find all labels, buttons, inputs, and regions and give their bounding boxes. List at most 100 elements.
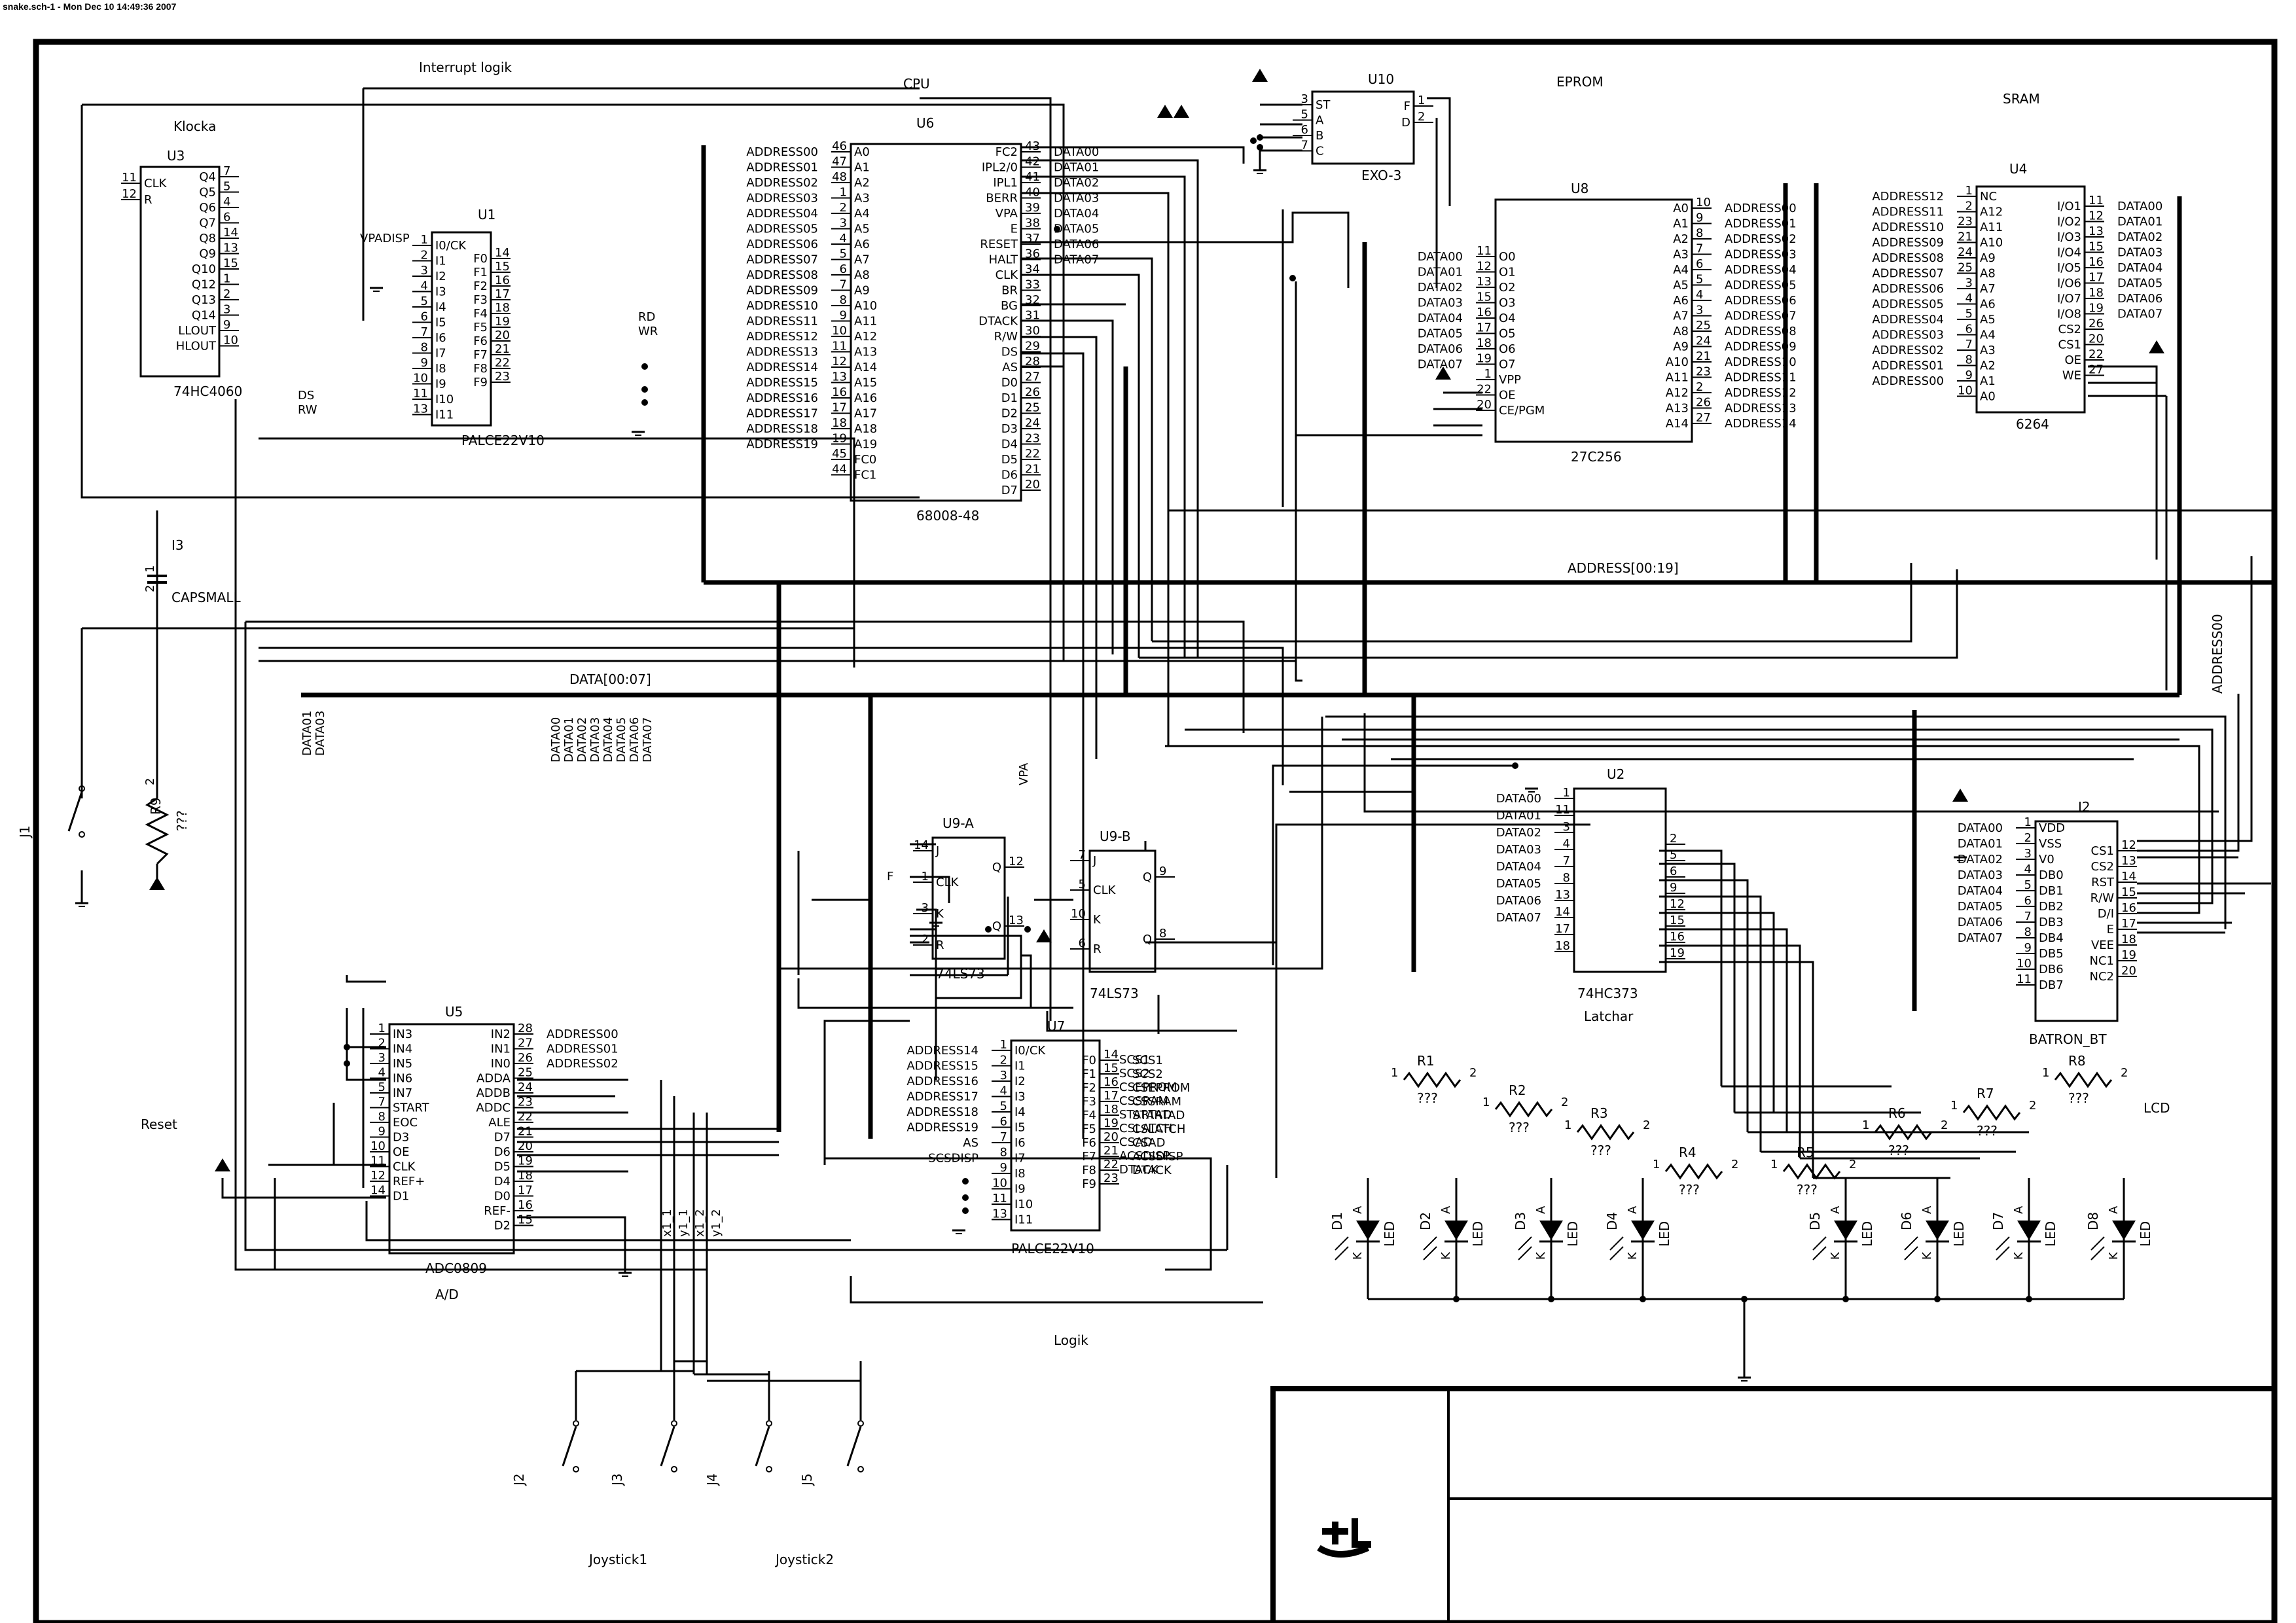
pin-number: 2 [2024,831,2032,845]
pin-name: NC [1980,190,1997,204]
chip-ref: U5 [445,1004,463,1020]
resistor-pin: 2 [1731,1158,1738,1171]
led-cathode: K [1439,1251,1453,1260]
pin-name: I2 [435,270,446,283]
pin-number: 3 [1301,92,1308,106]
pin-name: A10 [1980,236,2003,250]
net-label: ADDRESS04 [1725,263,1797,277]
chip-part: 74LS73 [1090,986,1139,1001]
pin-number: 24 [518,1080,533,1094]
pin-number: 6 [1301,123,1308,137]
pin-name: O6 [1499,342,1516,356]
junction-dot [641,363,648,370]
pin-name: IN6 [393,1072,412,1086]
pin-name: F8 [473,362,488,376]
pin-name: D2 [494,1219,511,1233]
label-data-bus: DATA[00:07] [569,671,651,687]
chip-part: ADC0809 [425,1260,487,1276]
pin-name: I9 [1014,1183,1026,1196]
pin-name: A9 [854,284,870,298]
net-label: DATA07 [1418,358,1463,372]
net-label: DATA01 [1496,809,1541,823]
net-label: DATA03 [1496,843,1541,857]
pin-name: D1 [1001,391,1018,405]
led-anode: A [2107,1205,2121,1214]
pin-name: J [935,844,939,858]
switch-lever [67,791,83,832]
pin-number: 28 [518,1022,533,1035]
switch-ref: J3 [609,1473,625,1487]
pin-name: VEE [2091,938,2114,952]
pin-number: 15 [495,260,510,274]
pin-name: CLK [996,268,1019,282]
pin-number: 26 [518,1051,533,1065]
pin-number: 19 [495,315,510,329]
pin-number: 1 [378,1022,386,1035]
pin-number: 19 [2121,948,2136,962]
pin-name: Q7 [199,217,216,230]
pin-name: A4 [854,207,870,221]
net-joystick: x1_2 [693,1209,707,1237]
sheet-header: snake.sch-1 - Mon Dec 10 14:49:36 2007 [3,1,177,12]
pin-name: A4 [1673,263,1689,277]
pin-name: VDD [2039,821,2065,835]
chip-part: 74HC4060 [173,383,242,399]
net-label: ADDRESS18 [746,422,818,436]
pin-number: 10 [1071,907,1086,921]
pin-number: 1 [223,272,230,286]
pin-number: 18 [2089,286,2104,300]
pin-name: A8 [1673,325,1689,338]
pin-name: CS1 [2091,844,2114,858]
pin-name: DB5 [2039,947,2064,961]
net-vpadisp: VPADISP [360,232,410,245]
switch-ref: J4 [704,1473,720,1487]
led-anode: A [1626,1205,1640,1214]
chip-part: PALCE22V10 [461,433,545,448]
net-vpa: VPA [1017,762,1031,785]
sheet-frame [33,39,2278,1623]
net-label: DATA04 [1496,860,1541,874]
pin-name: D7 [494,1131,511,1145]
junction-dot [1250,137,1257,144]
pin-name: A0 [1980,390,1996,404]
pin-number: 22 [2089,348,2104,361]
pin-number: 17 [2121,917,2136,931]
pin-number: 6 [840,262,847,276]
net-label: ADDRESS03 [746,192,818,205]
pin-name: F0 [1082,1054,1096,1067]
pin-name: O1 [1499,266,1516,279]
pin-name: A5 [854,223,870,236]
pin-name: ADDA [476,1072,511,1086]
pin-name: NC2 [2090,970,2115,984]
pin-number: 3 [1000,1069,1007,1082]
pin-name: ALE [488,1116,511,1130]
pin-number: 4 [1563,837,1570,851]
pin-name: D7 [1001,484,1018,497]
pin-name: I2 [1014,1075,1026,1088]
pin-name: E [2107,923,2114,936]
resistor-ref: R5 [1797,1145,1814,1160]
chip-part: PALCE22V10 [1011,1241,1094,1257]
pin-name: A6 [1673,294,1689,308]
pin-number: 36 [1025,247,1040,261]
pin-name: D2 [1001,407,1018,421]
pin-name: I11 [1014,1213,1033,1227]
pin-number: 27 [518,1037,533,1050]
pin-number: 43 [1025,139,1040,153]
pin-name: A4 [1980,329,1996,342]
pin-name: Q8 [199,232,216,245]
pin-number: 7 [840,278,847,292]
pin-name: ADDC [476,1101,511,1115]
led-anode: A [1829,1205,1842,1214]
switch-contact [671,1466,677,1472]
pin-number: 16 [1670,930,1685,944]
pin-name: A6 [854,238,870,251]
label-reset: Reset [141,1116,177,1132]
pin-name: Q10 [192,262,216,276]
pin-number: 18 [832,416,847,430]
pin-number: 40 [1025,186,1040,200]
pin-name: HALT [989,253,1018,267]
pin-number: 21 [1958,230,1973,244]
net-label: DATA04 [1418,312,1463,325]
pin-name: O2 [1499,281,1516,294]
